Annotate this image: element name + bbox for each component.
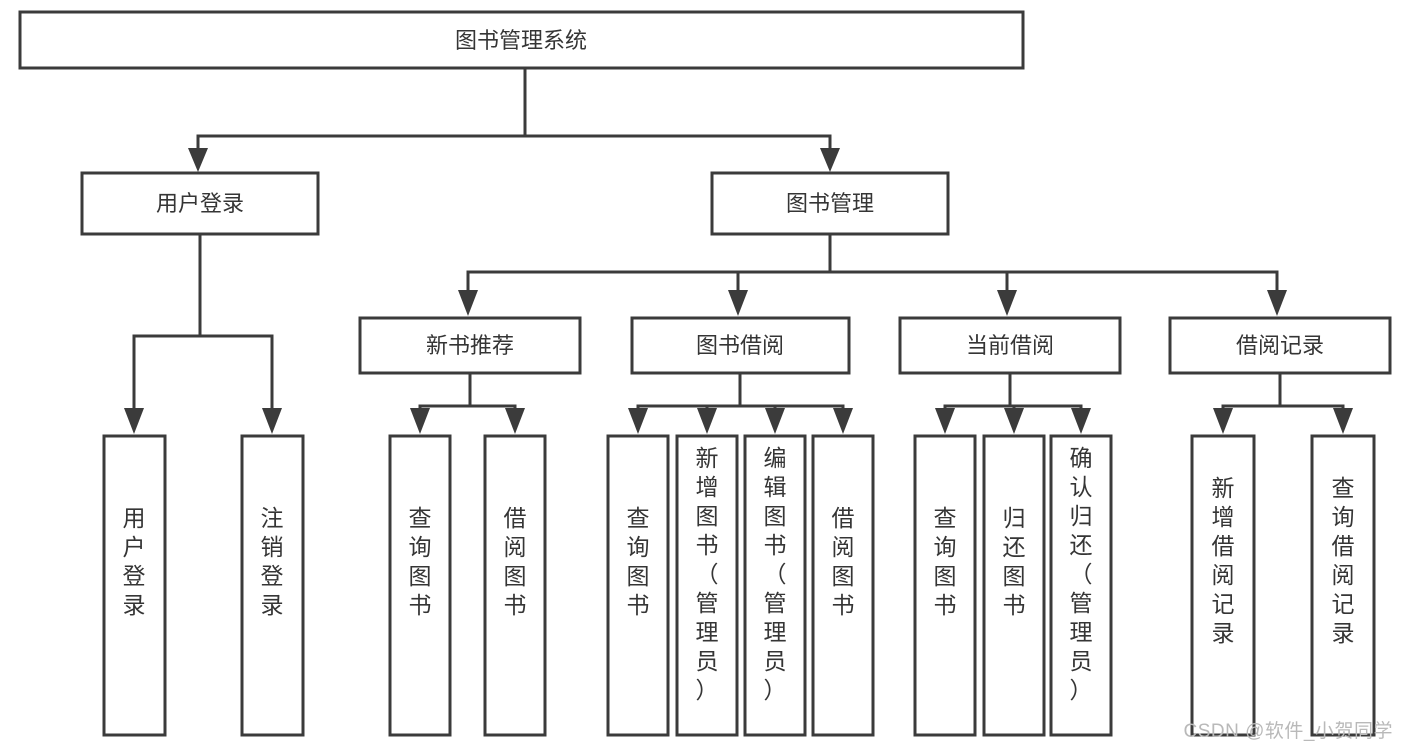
arrow-leaf-return-book bbox=[1004, 408, 1024, 434]
node-book-borrow[interactable]: 图书借阅 bbox=[630, 316, 851, 375]
leaf-query-borrow-record-box[interactable] bbox=[1310, 434, 1376, 737]
leaf-add-borrow-record[interactable]: 新增借阅记录 bbox=[1190, 434, 1256, 737]
leaf-confirm-return-admin-box[interactable] bbox=[1049, 434, 1113, 737]
current-borrow-label: 当前借阅 bbox=[966, 333, 1054, 358]
leaf-edit-book-admin[interactable]: 编辑图书（管理员） bbox=[743, 434, 807, 737]
leaf-confirm-return-admin-label: 确认归还（管理员） bbox=[1070, 445, 1093, 703]
leaf-query-book-3-label: 查询图书 bbox=[934, 505, 957, 618]
new-book-recommend-box[interactable] bbox=[358, 316, 582, 375]
leaf-user-logout-label: 注销登录 bbox=[261, 505, 284, 618]
arrow-current-borrow bbox=[997, 290, 1017, 316]
leaf-add-borrow-record-label: 新增借阅记录 bbox=[1212, 475, 1235, 646]
arrow-leaf-user-logout bbox=[262, 408, 282, 434]
borrow-record-label: 借阅记录 bbox=[1236, 333, 1324, 358]
leaf-query-book-2[interactable]: 查询图书 bbox=[606, 434, 670, 737]
leaf-add-borrow-record-box[interactable] bbox=[1190, 434, 1256, 737]
node-book-management[interactable]: 图书管理 bbox=[710, 171, 950, 236]
node-current-borrow[interactable]: 当前借阅 bbox=[898, 316, 1122, 375]
leaf-borrow-book-2[interactable]: 借阅图书 bbox=[811, 434, 875, 737]
leaf-user-login[interactable]: 用户登录 bbox=[102, 434, 167, 737]
leaf-borrow-book-1-box[interactable] bbox=[483, 434, 547, 737]
leaf-borrow-book-2-label: 借阅图书 bbox=[832, 505, 855, 618]
arrow-leaf-query-borrow-record bbox=[1333, 408, 1353, 434]
leaf-query-book-2-label: 查询图书 bbox=[627, 505, 650, 618]
arrow-leaf-query-book-1 bbox=[410, 408, 430, 434]
leaf-query-borrow-record-label: 查询借阅记录 bbox=[1332, 475, 1355, 646]
arrow-leaf-user-login bbox=[124, 408, 144, 434]
root-label: 图书管理系统 bbox=[455, 28, 587, 53]
node-user-login[interactable]: 用户登录 bbox=[80, 171, 320, 236]
leaf-query-book-3[interactable]: 查询图书 bbox=[913, 434, 977, 737]
leaf-edit-book-admin-label: 编辑图书（管理员） bbox=[764, 445, 787, 703]
leaf-add-book-admin[interactable]: 新增图书（管理员） bbox=[675, 434, 739, 737]
arrow-book-mgmt bbox=[820, 148, 840, 172]
arrow-leaf-query-book-3 bbox=[935, 408, 955, 434]
arrow-borrow-record bbox=[1267, 290, 1287, 316]
leaf-borrow-book-1[interactable]: 借阅图书 bbox=[483, 434, 547, 737]
leaf-query-book-1-label: 查询图书 bbox=[409, 505, 432, 618]
leaf-add-book-admin-box[interactable] bbox=[675, 434, 739, 737]
book-management-label: 图书管理 bbox=[786, 191, 874, 216]
node-new-book-recommend[interactable]: 新书推荐 bbox=[358, 316, 582, 375]
leaf-add-book-admin-label: 新增图书（管理员） bbox=[696, 445, 719, 703]
arrow-user-login bbox=[188, 148, 208, 172]
leaf-query-book-3-box[interactable] bbox=[913, 434, 977, 737]
node-borrow-record[interactable]: 借阅记录 bbox=[1168, 316, 1392, 375]
leaf-borrow-book-1-label: 借阅图书 bbox=[504, 505, 527, 618]
leaf-user-logout-box[interactable] bbox=[240, 434, 305, 737]
leaf-confirm-return-admin[interactable]: 确认归还（管理员） bbox=[1049, 434, 1113, 737]
leaf-query-book-1[interactable]: 查询图书 bbox=[388, 434, 452, 737]
arrow-leaf-borrow-book-1 bbox=[505, 408, 525, 434]
node-root[interactable]: 图书管理系统 bbox=[18, 10, 1025, 70]
arrow-leaf-confirm-return-admin bbox=[1071, 408, 1091, 434]
user-login-label: 用户登录 bbox=[156, 191, 244, 216]
leaf-borrow-book-2-box[interactable] bbox=[811, 434, 875, 737]
leaf-query-book-1-box[interactable] bbox=[388, 434, 452, 737]
leaf-return-book-box[interactable] bbox=[982, 434, 1046, 737]
current-borrow-box[interactable] bbox=[898, 316, 1122, 375]
leaf-user-login-box[interactable] bbox=[102, 434, 167, 737]
root-box[interactable] bbox=[18, 10, 1025, 70]
leaf-return-book-label: 归还图书 bbox=[1003, 505, 1026, 618]
borrow-record-box[interactable] bbox=[1168, 316, 1392, 375]
leaf-user-logout[interactable]: 注销登录 bbox=[240, 434, 305, 737]
leaf-user-login-label: 用户登录 bbox=[123, 505, 146, 618]
arrow-leaf-borrow-book-2 bbox=[833, 408, 853, 434]
leaf-query-borrow-record[interactable]: 查询借阅记录 bbox=[1310, 434, 1376, 737]
leaf-query-book-2-box[interactable] bbox=[606, 434, 670, 737]
arrow-new-book-recommend bbox=[458, 290, 478, 316]
arrow-book-borrow bbox=[728, 290, 748, 316]
leaf-return-book[interactable]: 归还图书 bbox=[982, 434, 1046, 737]
arrow-leaf-query-book-2 bbox=[628, 408, 648, 434]
arrow-leaf-add-borrow-record bbox=[1213, 408, 1233, 434]
arrow-leaf-add-book-admin bbox=[697, 408, 717, 434]
book-management-box[interactable] bbox=[710, 171, 950, 236]
leaf-edit-book-admin-box[interactable] bbox=[743, 434, 807, 737]
new-book-recommend-label: 新书推荐 bbox=[426, 333, 514, 358]
book-borrow-label: 图书借阅 bbox=[696, 333, 784, 358]
arrow-leaf-edit-book-admin bbox=[765, 408, 785, 434]
